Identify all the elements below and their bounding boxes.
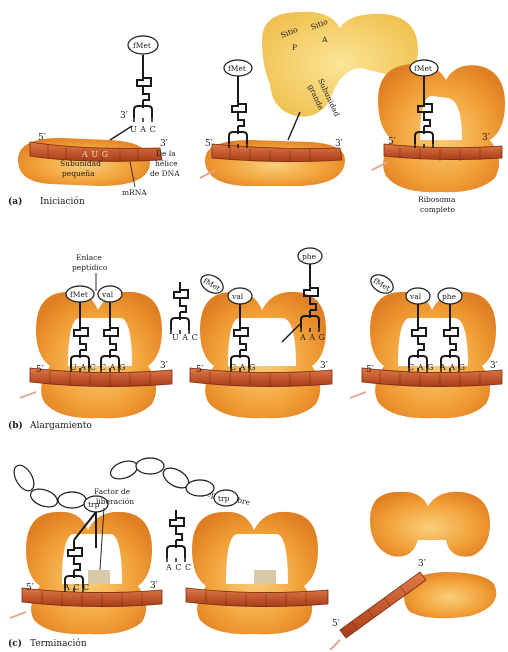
mrna-3prime-c1: 3′	[150, 581, 158, 591]
mrna-3prime-b1: 3′	[160, 361, 168, 371]
panel-c-title: Terminación	[30, 638, 87, 649]
complete-label-1: Ribosoma	[418, 195, 456, 204]
panel-c-termination: trp A C C Factor de liberación 5′ 3′ Pol…	[8, 458, 496, 650]
mrna-3prime-b2: 3′	[320, 361, 328, 371]
mrna-5prime-b2: 5′	[196, 365, 204, 375]
mrna-5prime: 5′	[38, 133, 46, 143]
panel-a-initiation: A U G fMet 3′ U A C 5′ 3′ Subunidad pequ…	[8, 12, 505, 214]
site-a-label-2: A	[321, 35, 328, 44]
anticodon-cag-b1: C A G	[100, 363, 126, 372]
codon-aug-a1: A U G	[81, 150, 109, 159]
fmet-label-3: fMet	[414, 64, 432, 73]
panel-b-letter: (b)	[8, 420, 23, 431]
panel-c-letter: (c)	[8, 638, 22, 649]
mrna-5prime-c1: 5′	[26, 583, 34, 593]
trna-free-uac	[171, 282, 189, 334]
approach-arrow	[110, 126, 132, 140]
panel-b-elongation: fMet val U A C C A G Enlace peptídico 5′…	[8, 248, 502, 431]
fmet-label: fMet	[133, 41, 151, 50]
fmet-label-b1: fMet	[70, 290, 88, 299]
phe-label-b3: phe	[442, 292, 457, 301]
val-label-b3: val	[409, 292, 422, 301]
val-label-b1: val	[101, 290, 114, 299]
anticodon-uac: U A C	[130, 125, 156, 134]
anticodon-acc-departing: A C C	[165, 563, 192, 572]
val-label-b2: val	[231, 292, 244, 301]
fmet-label-2: fMet	[228, 64, 246, 73]
trna-3prime: 3′	[120, 111, 128, 121]
release-label-1: Factor de	[94, 487, 131, 496]
helix-label-3: de DNA	[150, 169, 180, 178]
bond-label-2: peptídico	[72, 263, 108, 272]
mrna-5prime-2: 5′	[205, 139, 213, 149]
panel-a-letter: (a)	[8, 196, 22, 207]
anticodon-cag-b3: C A G	[408, 363, 434, 372]
phe-label-incoming: phe	[302, 252, 317, 261]
small-subunit-label-2: pequeña	[62, 169, 95, 178]
anticodon-aag-incoming: A A G	[299, 333, 326, 342]
panel-a-title: Iniciación	[40, 196, 85, 207]
mrna-3prime-3: 3′	[482, 133, 490, 143]
trp-label-c2: trp	[218, 494, 230, 503]
mrna-5prime-b3: 5′	[366, 365, 374, 375]
large-subunit-released	[370, 492, 490, 557]
mrna-5prime-3: 5′	[388, 137, 396, 147]
mrna-3prime-c3: 3′	[418, 559, 426, 569]
release-label-2: liberación	[96, 497, 134, 506]
helix-label-2: hélice	[155, 159, 178, 168]
helix-label-1: De la	[156, 149, 176, 158]
mrna-label: mRNA	[122, 188, 147, 197]
anticodon-acc-c1: A C C	[63, 583, 90, 592]
anticodon-aag-b3: A A G	[439, 363, 466, 372]
mrna-3prime-2: 3′	[335, 139, 343, 149]
complete-label-2: completo	[420, 205, 455, 214]
release-factor-2	[254, 570, 276, 584]
mrna-3prime: 3′	[160, 139, 168, 149]
mrna-5prime-c3: 5′	[332, 619, 340, 629]
anticodon-uac-b1: U A C	[70, 363, 96, 372]
trna-departing	[167, 510, 185, 562]
anticodon-cag-b2: C A G	[230, 363, 256, 372]
site-p-label-2: P	[292, 43, 297, 52]
bond-label-1: Enlace	[76, 253, 102, 262]
release-factor	[88, 570, 110, 584]
panel-b-title: Alargamiento	[29, 421, 92, 431]
mrna-5prime-b1: 5′	[36, 365, 44, 375]
small-subunit-label-1: Subunidad	[60, 159, 101, 168]
anticodon-uac-free: U A C	[172, 333, 198, 342]
mrna-3prime-b3: 3′	[490, 361, 498, 371]
trna-fmet	[134, 70, 152, 122]
